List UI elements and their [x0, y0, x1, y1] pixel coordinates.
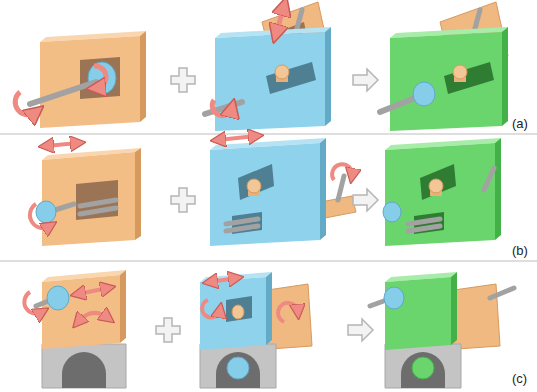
orange-rod-end — [247, 179, 261, 193]
plate-side — [266, 272, 272, 345]
blue-disk — [413, 82, 435, 106]
orange-part-c — [24, 270, 126, 388]
rod — [408, 219, 440, 224]
plus-sign — [156, 318, 180, 342]
orange-part-b — [30, 143, 141, 246]
arc-slot — [62, 352, 106, 388]
translation-arrow — [78, 288, 108, 294]
result-arrow — [353, 69, 378, 91]
result-arrow — [353, 189, 378, 211]
plate-window — [420, 164, 456, 200]
translation-arrow — [210, 278, 236, 282]
rotation-arrow — [332, 164, 352, 180]
result-arrow — [348, 319, 373, 341]
rotation-arrow — [212, 100, 232, 116]
plate-side — [495, 138, 501, 240]
rod — [30, 82, 96, 104]
plate-side — [320, 138, 326, 240]
translation-arrow — [276, 6, 284, 34]
orange-rod-end — [275, 65, 289, 79]
rod — [338, 176, 344, 200]
row-label: (b) — [512, 243, 528, 259]
plate-window — [76, 180, 118, 220]
plate-side — [451, 272, 457, 345]
blue-disk — [47, 286, 69, 310]
blue-disk — [36, 201, 56, 223]
plate-slot — [266, 62, 316, 94]
orange-rod-end — [232, 305, 244, 319]
rod — [226, 226, 258, 231]
plate-side — [140, 31, 146, 122]
plate-front — [42, 152, 135, 246]
rod — [80, 200, 116, 206]
green-part-c — [370, 272, 514, 388]
blue-disk — [227, 357, 249, 379]
plate-front — [200, 277, 266, 350]
rod — [80, 208, 116, 214]
green-part-b — [383, 138, 501, 246]
green-part-a — [380, 2, 508, 131]
plate-window — [226, 296, 252, 322]
rod — [490, 288, 514, 298]
row-label: (a) — [512, 116, 528, 132]
rod — [484, 168, 494, 190]
plate-window — [238, 164, 274, 200]
gray-guide-plate — [200, 344, 276, 388]
plate-side — [502, 27, 508, 126]
blue-disk — [88, 62, 116, 94]
plate-side — [325, 27, 331, 126]
plate-front — [210, 143, 320, 246]
row-label: (c) — [512, 371, 527, 387]
rotation-arrow — [30, 204, 50, 228]
rotation-arrow — [15, 92, 36, 115]
blue-part-a — [205, 2, 331, 131]
plate-slot — [444, 62, 494, 94]
rotation-arrow — [278, 303, 298, 322]
plate-window — [80, 57, 120, 99]
plate-front — [215, 32, 325, 131]
plate-front — [385, 143, 495, 246]
arc-arrow — [78, 313, 108, 322]
blue-part-b — [210, 136, 356, 246]
plus-sign — [171, 188, 195, 212]
rotation-arrow — [94, 66, 106, 88]
orange-rod-end — [429, 179, 443, 193]
translation-arrow — [218, 136, 256, 140]
blue-disk — [383, 202, 401, 222]
plate-side — [135, 148, 141, 240]
gray-guide-plate — [42, 344, 126, 388]
translation-arrow — [46, 143, 78, 146]
orange-rod-end — [453, 65, 467, 79]
row-separator — [0, 261, 537, 262]
rotation-arrow — [202, 300, 220, 317]
gray-guide-plate — [385, 344, 461, 388]
blue-disk — [384, 287, 404, 309]
green-disk — [412, 357, 434, 379]
plate-front — [42, 275, 120, 349]
blue-part-c — [200, 272, 312, 388]
row-separator — [0, 134, 537, 135]
plus-sign — [171, 68, 195, 92]
rod — [226, 219, 258, 224]
arc-slot — [216, 352, 260, 388]
rotation-arrow — [24, 292, 42, 314]
rod — [408, 226, 440, 231]
plate-front — [390, 32, 502, 131]
orange-part-a — [15, 31, 146, 128]
plate-front — [385, 277, 451, 350]
plate-side — [120, 270, 126, 343]
arc-slot — [401, 352, 445, 388]
